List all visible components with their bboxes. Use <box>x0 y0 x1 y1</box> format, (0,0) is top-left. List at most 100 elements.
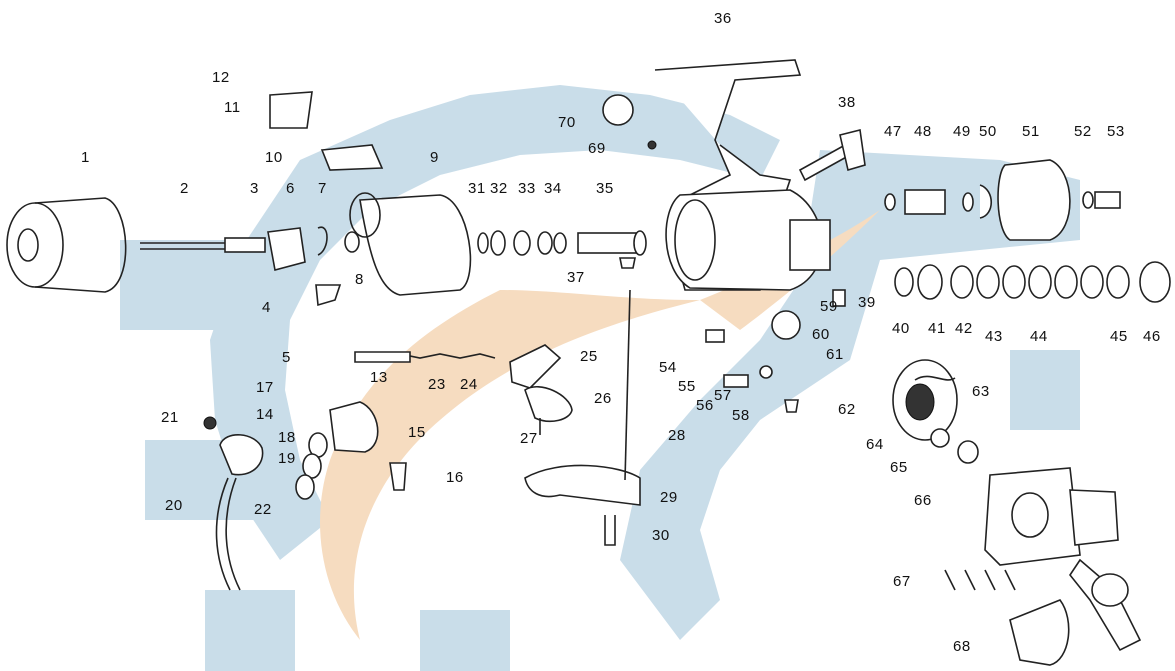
callout-label-52: 52 <box>1074 123 1092 140</box>
callout-label-49: 49 <box>953 123 971 140</box>
callout-label-31: 31 <box>468 180 486 197</box>
callout-label-25: 25 <box>580 348 598 365</box>
cam-38 <box>798 129 866 182</box>
callout-label-65: 65 <box>890 459 908 476</box>
callout-label-15: 15 <box>408 424 426 441</box>
callout-label-45: 45 <box>1110 328 1128 345</box>
washers-31-34 <box>477 230 567 256</box>
bail-arm-5 <box>315 284 342 307</box>
callout-label-36: 36 <box>714 10 732 27</box>
pin-23 <box>354 351 411 363</box>
callout-label-41: 41 <box>928 320 946 337</box>
callout-label-28: 28 <box>668 427 686 444</box>
callout-label-37: 37 <box>567 269 585 286</box>
callout-label-39: 39 <box>858 294 876 311</box>
callout-label-22: 22 <box>254 501 272 518</box>
body-36 <box>654 59 831 291</box>
callout-label-42: 42 <box>955 320 973 337</box>
bail-25 <box>509 344 562 389</box>
callout-label-44: 44 <box>1030 328 1048 345</box>
callout-label-46: 46 <box>1143 328 1161 345</box>
callout-label-57: 57 <box>714 387 732 404</box>
callout-label-1: 1 <box>81 149 90 166</box>
callout-label-26: 26 <box>594 390 612 407</box>
nuts-17-19 <box>295 432 328 500</box>
roller-15 <box>329 401 379 453</box>
plate-10 <box>320 144 384 171</box>
parts-54-58 <box>705 329 799 413</box>
washers-64-65 <box>930 428 979 464</box>
callout-label-29: 29 <box>660 489 678 506</box>
callout-label-66: 66 <box>914 492 932 509</box>
shaft-2-3 <box>140 237 266 253</box>
callout-label-60: 60 <box>812 326 830 343</box>
callout-label-5: 5 <box>282 349 291 366</box>
pin-39 <box>832 289 846 307</box>
callout-label-56: 56 <box>696 397 714 414</box>
roller-26-27 <box>524 385 573 435</box>
callout-label-38: 38 <box>838 94 856 111</box>
callout-label-18: 18 <box>278 429 296 446</box>
screws-67 <box>944 569 1016 591</box>
callout-label-58: 58 <box>732 407 750 424</box>
callout-label-17: 17 <box>256 379 274 396</box>
drag-stack-40-46 <box>894 261 1171 303</box>
callout-label-48: 48 <box>914 123 932 140</box>
callout-label-4: 4 <box>262 299 271 316</box>
callout-label-3: 3 <box>250 180 259 197</box>
main-gear-62 <box>892 359 958 441</box>
screw-37 <box>619 257 636 269</box>
spool-1 <box>6 197 127 293</box>
callout-label-20: 20 <box>165 497 183 514</box>
callout-label-50: 50 <box>979 123 997 140</box>
callout-label-27: 27 <box>520 430 538 447</box>
callout-label-14: 14 <box>256 406 274 423</box>
bail-wire-20 <box>215 434 264 591</box>
spring-11-12 <box>269 91 313 129</box>
callout-label-19: 19 <box>278 450 296 467</box>
callout-label-54: 54 <box>659 359 677 376</box>
clip-63 <box>914 375 956 381</box>
rotor-9 <box>349 192 472 296</box>
bracket-4 <box>267 227 306 271</box>
callout-label-2: 2 <box>180 180 189 197</box>
callout-label-55: 55 <box>678 378 696 395</box>
callout-label-23: 23 <box>428 376 446 393</box>
pinion-35 <box>577 230 647 256</box>
callout-label-24: 24 <box>460 376 478 393</box>
callout-label-32: 32 <box>490 180 508 197</box>
callout-label-63: 63 <box>972 383 990 400</box>
screw-16 <box>389 462 407 491</box>
callout-label-10: 10 <box>265 149 283 166</box>
callout-label-70: 70 <box>558 114 576 131</box>
callout-label-40: 40 <box>892 320 910 337</box>
callout-label-16: 16 <box>446 469 464 486</box>
callout-label-43: 43 <box>985 328 1003 345</box>
callout-label-13: 13 <box>370 369 388 386</box>
callout-label-68: 68 <box>953 638 971 655</box>
callout-label-9: 9 <box>430 149 439 166</box>
screw-69-70 <box>602 94 657 150</box>
callout-label-64: 64 <box>866 436 884 453</box>
callout-label-21: 21 <box>161 409 179 426</box>
callout-label-11: 11 <box>224 99 241 116</box>
callout-label-35: 35 <box>596 180 614 197</box>
lever-29 <box>524 289 641 546</box>
callout-label-7: 7 <box>318 180 327 197</box>
callout-label-34: 34 <box>544 180 562 197</box>
callout-label-30: 30 <box>652 527 670 544</box>
callout-label-33: 33 <box>518 180 536 197</box>
side-cover-66 <box>984 467 1119 566</box>
callout-label-12: 12 <box>212 69 230 86</box>
callout-label-53: 53 <box>1107 123 1125 140</box>
callout-label-69: 69 <box>588 140 606 157</box>
callout-label-67: 67 <box>893 573 911 590</box>
gear-60 <box>771 310 801 340</box>
callout-label-59: 59 <box>820 298 838 315</box>
washer-8 <box>344 231 360 253</box>
knob-47-53 <box>884 159 1121 241</box>
callout-label-8: 8 <box>355 271 364 288</box>
callout-label-61: 61 <box>826 346 844 363</box>
callout-label-47: 47 <box>884 123 902 140</box>
